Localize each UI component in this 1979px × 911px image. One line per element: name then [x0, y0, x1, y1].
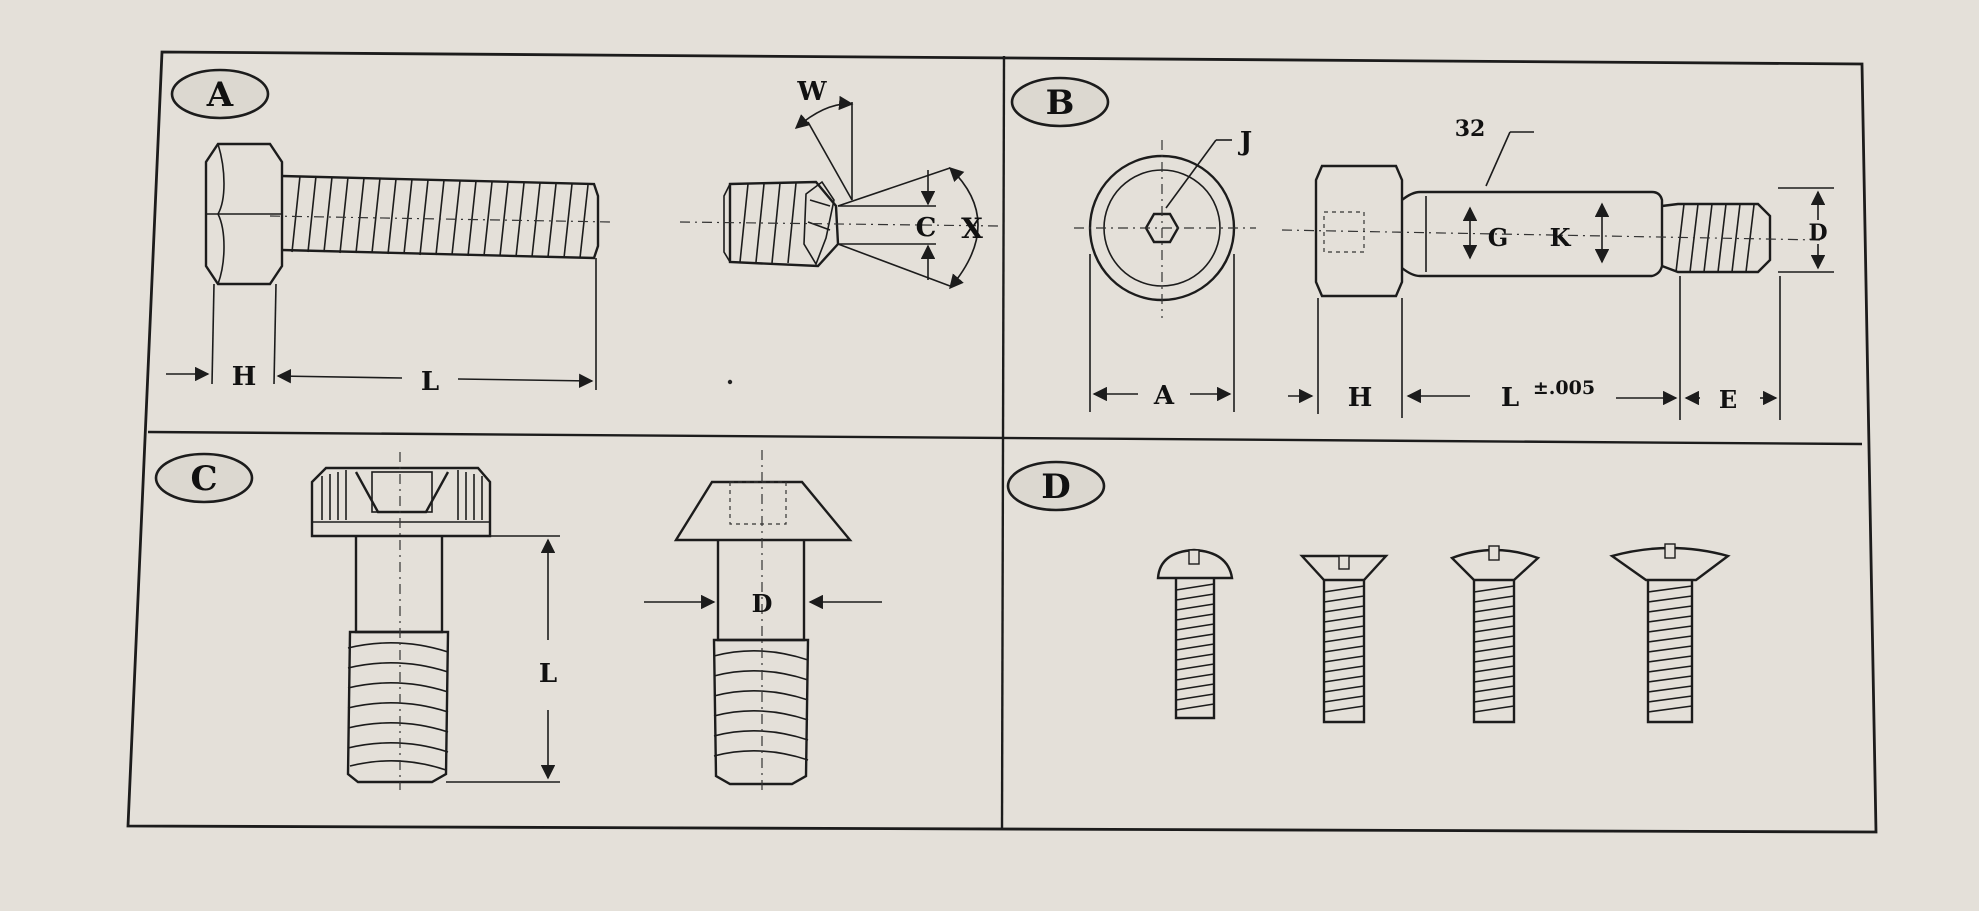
dimension-c-l: L	[539, 538, 557, 780]
panel-d: D	[1006, 460, 1731, 724]
dimension-b-e-label: E	[1719, 385, 1737, 414]
panel-d-badge-label: D	[1041, 467, 1070, 507]
panel-a: A	[166, 68, 1001, 397]
panel-a-badge: A	[170, 68, 270, 120]
oval-head-machine-screw	[1449, 545, 1541, 724]
dimension-h-label: H	[232, 362, 257, 392]
low-head-cap-screw	[310, 452, 560, 790]
shoulder-screw-end-view: J	[1074, 127, 1256, 412]
panel-a-badge-label: A	[206, 75, 234, 115]
panel-grid	[126, 50, 1878, 834]
dimension-b-l-tolerance: ±.005	[1533, 377, 1595, 399]
dimension-b-l: L ±.005	[1406, 377, 1678, 413]
panel-c-badge-label: C	[190, 459, 217, 499]
dimension-b-a: A	[1092, 381, 1232, 411]
point-diameter-c-label: C	[916, 213, 937, 243]
dimension-g-label: G	[1488, 223, 1509, 252]
panel-c: C	[154, 450, 882, 792]
dimension-l-label: L	[421, 367, 439, 397]
panel-b: B J A	[1010, 76, 1834, 420]
point-angle-x-label: X	[961, 212, 983, 245]
surface-finish-32-label: 32	[1455, 116, 1486, 142]
panel-c-badge: C	[154, 452, 254, 504]
speck	[727, 379, 733, 385]
dimension-h: H	[166, 362, 256, 392]
wide-oval-head-machine-screw	[1609, 543, 1731, 724]
flat-head-machine-screw	[1299, 554, 1389, 724]
dimension-b-h: H	[1288, 383, 1372, 413]
panel-d-badge: D	[1006, 460, 1106, 512]
shoulder-screw-side-view: 32 G K D	[1281, 116, 1834, 420]
dimension-c-d: D	[644, 589, 882, 618]
thread-diameter-d-label: D	[1808, 220, 1827, 246]
bolt-threads	[291, 175, 589, 259]
set-screw: W C X	[679, 77, 1001, 290]
button-head-screw	[673, 450, 853, 792]
hex-socket-j-label: J	[1238, 127, 1252, 157]
dimension-k-label: K	[1550, 223, 1572, 252]
point-angle-w-label: W	[796, 77, 827, 107]
dimension-b-l-label: L	[1501, 383, 1519, 413]
dimension-b-a-label: A	[1153, 381, 1175, 411]
panel-b-badge-label: B	[1046, 83, 1075, 123]
panel-b-badge: B	[1010, 76, 1110, 128]
dimension-c-l-label: L	[539, 659, 557, 689]
dimension-b-h-label: H	[1348, 383, 1373, 413]
dimension-c-d-label: D	[752, 589, 773, 618]
dimension-b-e: E	[1684, 385, 1778, 414]
hex-head-bolt	[204, 142, 613, 390]
round-head-machine-screw	[1156, 548, 1234, 720]
dimension-l: L	[276, 367, 594, 397]
